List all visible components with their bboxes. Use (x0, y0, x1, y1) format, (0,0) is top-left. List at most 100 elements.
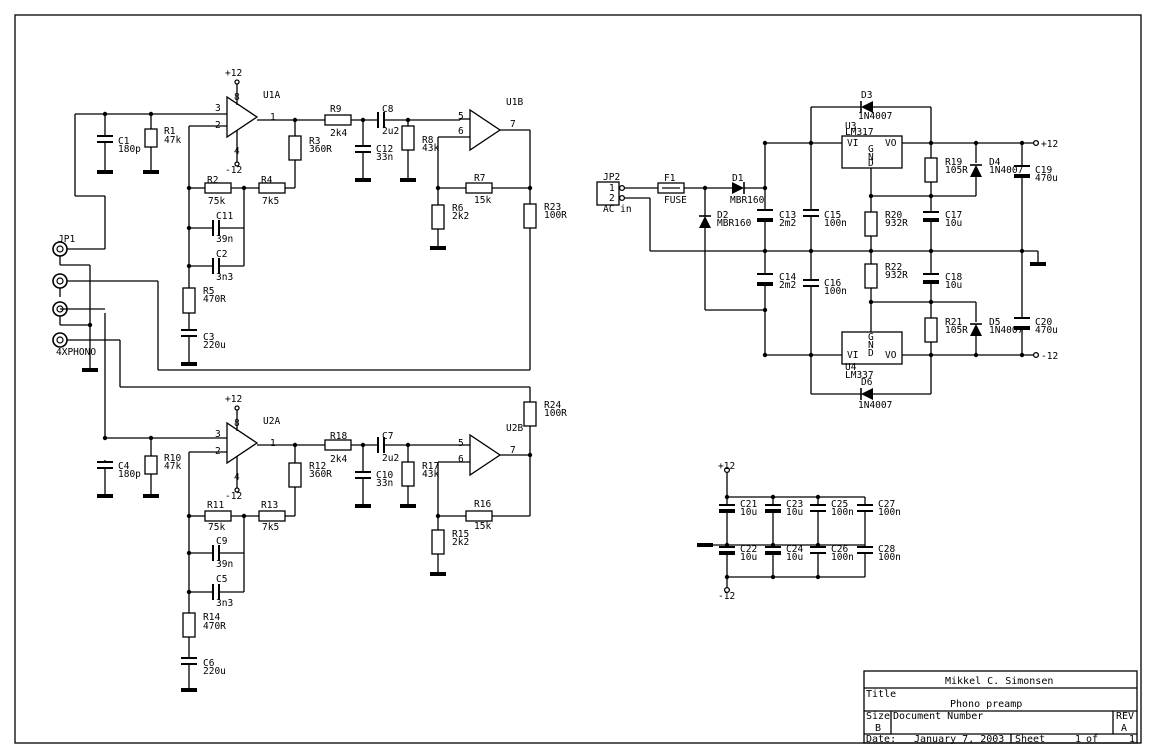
label-vi: VI (847, 138, 858, 149)
label-c26: C26 (831, 544, 848, 555)
label-c8v: 2u2 (382, 126, 399, 137)
label-c28: C28 (878, 544, 895, 555)
label-r24v: 100R (544, 408, 567, 419)
label-pin2: 2 (215, 120, 221, 131)
channel-2-circuit (60, 313, 537, 692)
label-r16: R16 (474, 499, 491, 510)
label-vi: VI (847, 350, 858, 361)
label-r24: R24 (544, 400, 561, 411)
label-c11: C11 (216, 211, 233, 222)
label-r9v: 2k4 (330, 128, 347, 139)
decoupling-caps (697, 466, 873, 594)
label-r8v: 43k (422, 143, 439, 154)
label-c10v: 33n (376, 478, 393, 489)
label-d2v: MBR160 (717, 218, 752, 229)
label-r6v: 2k2 (452, 211, 469, 222)
label-c23: C23 (786, 499, 803, 510)
label-r7v: 15k (474, 195, 491, 206)
label-r13: R13 (261, 500, 278, 511)
label-r19: R19 (945, 157, 962, 168)
label-c12v: 33n (376, 152, 393, 163)
label-c24: C24 (786, 544, 803, 555)
label-r23: R23 (544, 202, 561, 213)
label-c7: C7 (382, 431, 393, 442)
label-pin7: 7 (510, 119, 516, 130)
title-block-rev-label: REV (1116, 711, 1134, 722)
label-r23v: 100R (544, 210, 567, 221)
title-block-sheet: 1 (1075, 734, 1081, 745)
label-c5: C5 (216, 574, 227, 585)
label-plus12: +12 (225, 68, 242, 79)
label-c26v: 100n (831, 552, 854, 563)
label-pin8: 8 (234, 92, 240, 103)
label-c19: C19 (1035, 165, 1052, 176)
label-c9: C9 (216, 536, 228, 547)
label-minus12: -12 (225, 165, 242, 176)
label-c14: C14 (779, 272, 796, 283)
label-f1: F1 (664, 173, 676, 184)
label-c2v: 3n3 (216, 272, 233, 283)
label-c23v: 10u (786, 507, 803, 518)
label-r15v: 2k2 (452, 537, 469, 548)
label-pin6: 6 (458, 126, 464, 137)
title-block-sheets: 1 (1129, 734, 1135, 745)
title-block-sheet-label: Sheet (1015, 734, 1045, 745)
label-r3v: 360R (309, 144, 332, 155)
label-c9v: 39n (216, 559, 233, 570)
label-d1: D1 (732, 173, 744, 184)
label-pin5: 5 (458, 111, 464, 122)
title-block (863, 670, 1138, 744)
label-c1: C1 (118, 136, 130, 147)
title-block-author: Mikkel C. Simonsen (945, 676, 1053, 687)
label-r4v: 7k5 (262, 196, 279, 207)
label-r22v: 932R (885, 270, 908, 281)
title-block-title-label: Title (866, 689, 896, 700)
title-block-date-label: Date: (866, 734, 896, 745)
label-r17v: 43k (422, 469, 439, 480)
label-c25: C25 (831, 499, 848, 510)
label-f1v: FUSE (664, 195, 687, 206)
label-c11v: 39n (216, 234, 233, 245)
label-c21: C21 (740, 499, 757, 510)
label-r2v: 75k (208, 196, 225, 207)
label-c15v: 100n (824, 218, 847, 229)
label-pin4: 4 (234, 146, 240, 157)
label-plus12: +12 (225, 394, 242, 405)
label-c20v: 470u (1035, 325, 1058, 336)
label-pin7: 7 (510, 445, 516, 456)
label-r14v: 470R (203, 621, 226, 632)
label-c12: C12 (376, 144, 393, 155)
label-r21v: 105R (945, 325, 968, 336)
label-c8: C8 (382, 104, 394, 115)
label-c3v: 220u (203, 340, 226, 351)
label-n: N (868, 340, 874, 351)
label-pin1: 1 (270, 112, 276, 123)
label-c14v: 2m2 (779, 280, 796, 291)
label-pin1: 1 (270, 438, 276, 449)
label-c1v: 180p (118, 144, 141, 155)
label-r4: R4 (261, 175, 273, 186)
label-pin6: 6 (458, 454, 464, 465)
label-c6v: 220u (203, 666, 226, 677)
label-r3: R3 (309, 136, 320, 147)
title-block-size-label: Size (866, 711, 890, 722)
label-jp1: JP1 (58, 234, 75, 245)
label-r5: R5 (203, 286, 214, 297)
label-minus12: -12 (225, 491, 242, 502)
label-c2: C2 (216, 249, 227, 260)
label-r22: R22 (885, 262, 902, 273)
label-r12v: 360R (309, 469, 332, 480)
label-plus12: +12 (1041, 139, 1058, 150)
label-c19v: 470u (1035, 173, 1058, 184)
label-u2b: U2B (506, 423, 523, 434)
label-r13v: 7k5 (262, 522, 279, 533)
label-pin5: 5 (458, 438, 464, 449)
label-c18: C18 (945, 272, 962, 283)
label-c13v: 2m2 (779, 218, 796, 229)
label-pin3: 3 (215, 429, 221, 440)
label-u1a: U1A (263, 90, 280, 101)
label-jp1v: 4XPHONO (56, 347, 96, 358)
label-u3: U3 (845, 121, 856, 132)
label-r11: R11 (207, 500, 224, 511)
